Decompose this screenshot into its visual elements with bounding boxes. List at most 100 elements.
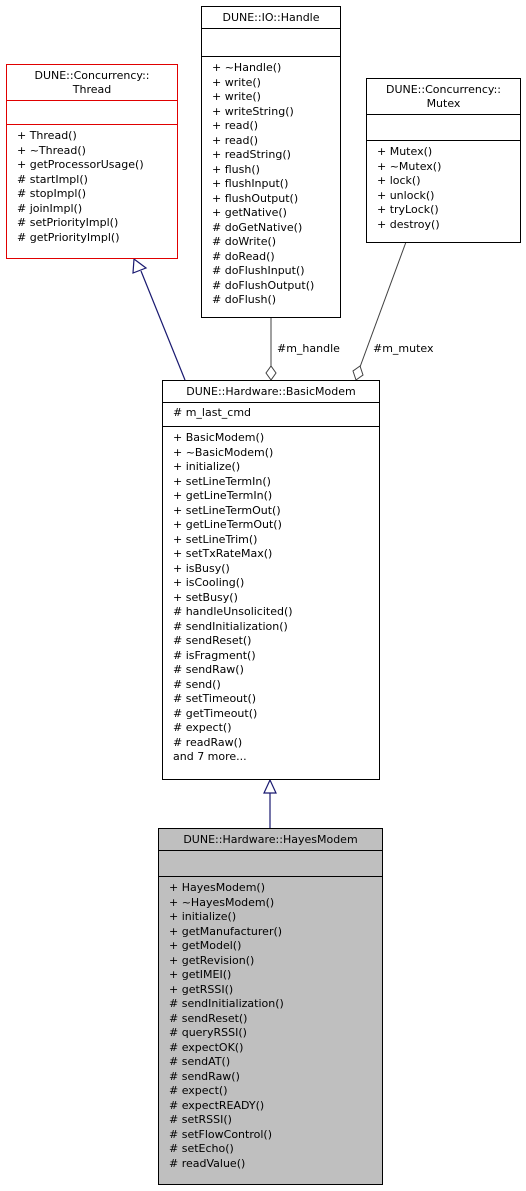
operation: # setEcho() bbox=[169, 1142, 234, 1155]
aggregation-edge-mutex bbox=[359, 241, 407, 368]
class-hayes-modem-title: DUNE::Hardware::HayesModem bbox=[159, 829, 382, 851]
class-thread-title: DUNE::Concurrency:: Thread bbox=[7, 65, 177, 101]
operation: # readRaw() bbox=[173, 735, 243, 749]
operation: # sendReset() bbox=[173, 634, 252, 647]
class-basic-modem-title: DUNE::Hardware::BasicModem bbox=[163, 381, 379, 403]
operation: # setFlowControl() bbox=[169, 1127, 272, 1141]
operation: + initialize() bbox=[169, 910, 237, 923]
operation: + getLineTermOut() bbox=[173, 518, 282, 531]
operation: + setLineTrim() bbox=[173, 532, 258, 546]
class-mutex[interactable]: DUNE::Concurrency:: Mutex + Mutex() + ~M… bbox=[366, 78, 521, 243]
operation: # expect() bbox=[169, 1084, 228, 1097]
class-hayes-modem-attributes bbox=[159, 851, 382, 877]
inheritance-edge-thread bbox=[140, 270, 186, 381]
operation: # doGetNative() bbox=[212, 220, 303, 234]
operation: + read() bbox=[212, 119, 259, 132]
class-hayes-modem[interactable]: DUNE::Hardware::HayesModem + HayesModem(… bbox=[158, 828, 383, 1185]
operation: + flushInput() bbox=[212, 177, 289, 190]
aggregation-diamond-mutex bbox=[352, 365, 364, 381]
operation: + isBusy() bbox=[173, 561, 230, 575]
handle-relation-label: #m_handle bbox=[277, 342, 340, 355]
class-hayes-modem-title-line: DUNE::Hardware::HayesModem bbox=[183, 833, 358, 846]
class-basic-modem-attributes: # m_last_cmd bbox=[163, 403, 379, 427]
operation: + destroy() bbox=[377, 217, 440, 231]
operation: # send() bbox=[173, 677, 221, 691]
operation: + flush() bbox=[212, 162, 260, 176]
operation: # expectOK() bbox=[169, 1040, 244, 1054]
operation: # sendInitialization() bbox=[173, 619, 288, 633]
operation: # doFlushInput() bbox=[212, 264, 305, 277]
class-thread-title-line: DUNE::Concurrency:: bbox=[34, 69, 150, 82]
operation: + setTxRateMax() bbox=[173, 547, 273, 560]
operation: # stopImpl() bbox=[17, 187, 87, 200]
operation: # doFlush() bbox=[212, 293, 277, 306]
aggregation-diamond-handle bbox=[265, 365, 277, 381]
class-mutex-operations: + Mutex() + ~Mutex() + lock() + unlock()… bbox=[367, 141, 520, 236]
class-basic-modem-title-line: DUNE::Hardware::BasicModem bbox=[186, 385, 356, 398]
operation: # queryRSSI() bbox=[169, 1026, 247, 1039]
class-handle[interactable]: DUNE::IO::Handle + ~Handle() + write() +… bbox=[201, 6, 341, 318]
operation: + Thread() bbox=[17, 129, 77, 142]
class-handle-title: DUNE::IO::Handle bbox=[202, 7, 340, 29]
operation: + flushOutput() bbox=[212, 191, 299, 205]
class-basic-modem[interactable]: DUNE::Hardware::BasicModem # m_last_cmd … bbox=[162, 380, 380, 780]
operation: + getProcessorUsage() bbox=[17, 158, 144, 171]
operation: + ~HayesModem() bbox=[169, 895, 275, 909]
operation: # doFlushOutput() bbox=[212, 278, 315, 292]
operation: # readValue() bbox=[169, 1156, 246, 1170]
class-mutex-title: DUNE::Concurrency:: Mutex bbox=[367, 79, 520, 115]
inheritance-arrowhead-basic-modem bbox=[263, 778, 277, 794]
operation: # sendRaw() bbox=[173, 663, 244, 676]
operation: + initialize() bbox=[173, 460, 241, 473]
operation: # startImpl() bbox=[17, 172, 88, 186]
operation: # setRSSI() bbox=[169, 1113, 232, 1126]
operation: + getRevision() bbox=[169, 953, 255, 967]
operation: # doRead() bbox=[212, 249, 275, 263]
operation: + Mutex() bbox=[377, 145, 433, 158]
more-operations-note: and 7 more... bbox=[173, 750, 247, 763]
operation: + tryLock() bbox=[377, 203, 439, 216]
class-mutex-title-line: DUNE::Concurrency:: bbox=[385, 83, 502, 96]
operation: # getPriorityImpl() bbox=[17, 230, 120, 244]
operation: + ~BasicModem() bbox=[173, 445, 274, 459]
inheritance-arrowhead-thread bbox=[132, 257, 148, 274]
class-thread-attributes bbox=[7, 101, 177, 125]
operation: # expectREADY() bbox=[169, 1098, 265, 1112]
class-thread-operations: + Thread() + ~Thread() + getProcessorUsa… bbox=[7, 125, 177, 249]
class-hayes-modem-operations: + HayesModem() + ~HayesModem() + initial… bbox=[159, 877, 382, 1175]
operation: # sendReset() bbox=[169, 1011, 248, 1025]
class-mutex-attributes bbox=[367, 115, 520, 141]
operation: # setPriorityImpl() bbox=[17, 216, 119, 229]
operation: + lock() bbox=[377, 174, 421, 187]
class-handle-operations: + ~Handle() + write() + write() + writeS… bbox=[202, 57, 340, 312]
operation: # getTimeout() bbox=[173, 706, 258, 720]
operation: + getRSSI() bbox=[169, 982, 234, 996]
operation: # doWrite() bbox=[212, 235, 277, 248]
operation: # sendInitialization() bbox=[169, 997, 284, 1010]
class-mutex-title-line: Mutex bbox=[426, 97, 461, 110]
attribute: # m_last_cmd bbox=[173, 406, 252, 419]
operation: # sendRaw() bbox=[169, 1069, 240, 1083]
operation: + readString() bbox=[212, 148, 291, 161]
operation: + getModel() bbox=[169, 939, 242, 952]
operation: + setLineTermOut() bbox=[173, 503, 281, 517]
operation: + setLineTermIn() bbox=[173, 474, 271, 488]
operation: # isFragment() bbox=[173, 648, 256, 662]
class-thread[interactable]: DUNE::Concurrency:: Thread + Thread() + … bbox=[6, 64, 178, 259]
operation: + getNative() bbox=[212, 206, 287, 219]
operation: + getManufacturer() bbox=[169, 924, 283, 938]
operation: + unlock() bbox=[377, 188, 435, 202]
operation: + ~Handle() bbox=[212, 61, 282, 74]
class-basic-modem-operations: + BasicModem() + ~BasicModem() + initial… bbox=[163, 427, 379, 769]
class-thread-title-line: Thread bbox=[72, 83, 112, 96]
operation: + read() bbox=[212, 133, 259, 147]
operation: # setTimeout() bbox=[173, 692, 257, 705]
operation: # expect() bbox=[173, 721, 232, 734]
class-handle-attributes bbox=[202, 29, 340, 57]
operation: + HayesModem() bbox=[169, 881, 266, 894]
operation: # sendAT() bbox=[169, 1055, 231, 1068]
operation: + getIMEI() bbox=[169, 968, 232, 981]
operation: + setBusy() bbox=[173, 590, 238, 604]
operation: + getLineTermIn() bbox=[173, 489, 273, 502]
